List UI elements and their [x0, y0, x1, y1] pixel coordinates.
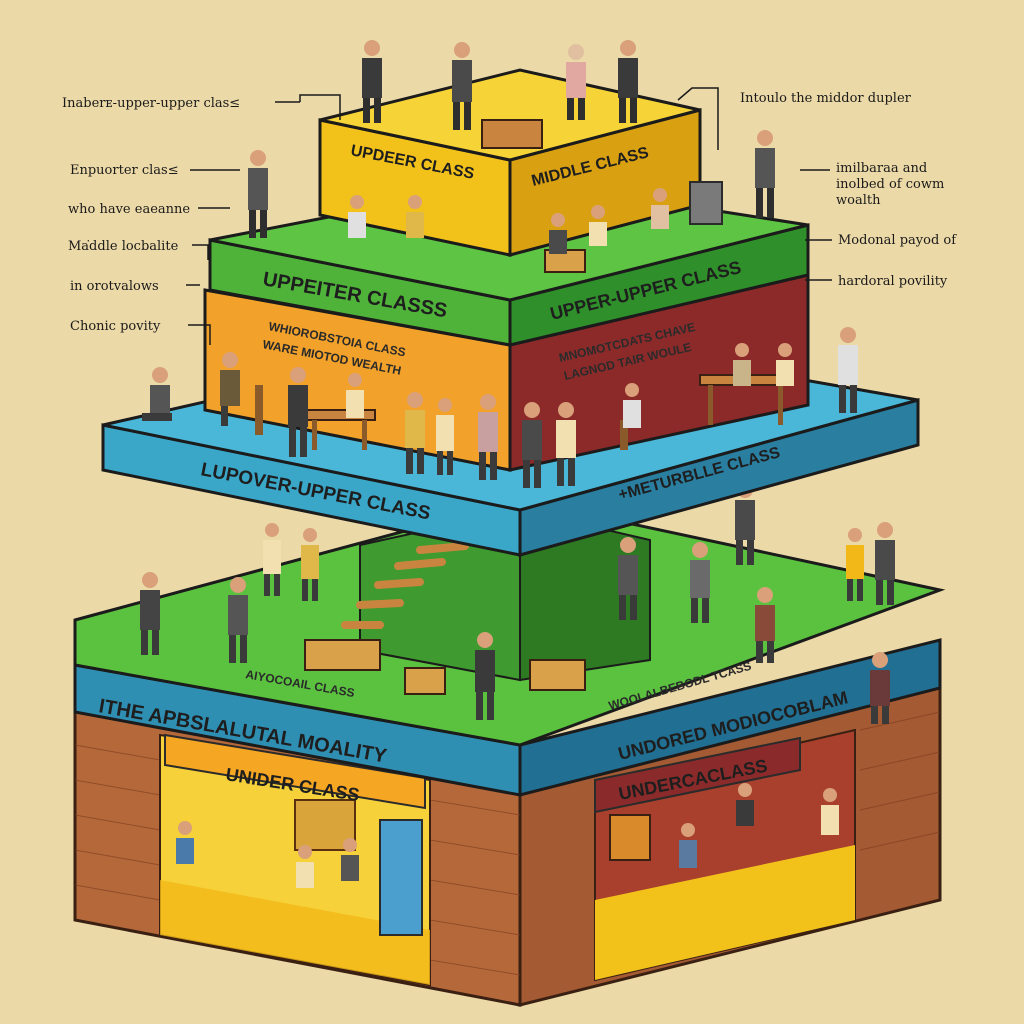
- inner-tier: WHIOROBSTOIA CLASS WARE MIOTOD WEALTH MN…: [142, 273, 858, 488]
- blue-band-right: [518, 638, 942, 797]
- annotations-left: Inaberᴇ-upper-upper clas≤ Enpuorter clas…: [62, 94, 341, 345]
- people-lower: [140, 482, 895, 888]
- annotation-right-2-line: woalth: [836, 193, 881, 208]
- leader-lines-left: [186, 94, 341, 345]
- annotation-right-2-line: imilbaraa and: [836, 161, 927, 176]
- annotation-left-2: Enpuorter clas≤: [70, 163, 179, 178]
- annotation-right-2: imilbaraa and inolbed of cowm woalth: [836, 161, 948, 208]
- lower-tier: UNIDER CLASS UNDERCACLASS ITHE APBSLALUT…: [73, 482, 946, 1007]
- sign-undercaclass-plate: [594, 736, 801, 814]
- annotation-right-2-line: inolbed of cowm: [836, 177, 944, 192]
- people-middle: [142, 327, 858, 488]
- blue-door: [379, 819, 423, 936]
- annotation-right-1: Intoulo the middor dupler: [740, 91, 912, 106]
- green-tier: UPPEITER CLASSS UPPER-UPPER CLASS UPDEER…: [208, 40, 810, 347]
- leader-lines-right: [677, 87, 832, 281]
- crate: [304, 639, 381, 671]
- crate: [529, 659, 586, 691]
- crate: [481, 119, 543, 149]
- table: [304, 409, 376, 421]
- annotation-left-6: Chonic povity: [70, 319, 161, 334]
- sign-under-class-plate: [164, 733, 426, 810]
- cabinet: [689, 181, 723, 225]
- annotation-right-4: hardoral povility: [838, 274, 948, 289]
- annotation-left-4: Ma͘ddle locbalite: [68, 239, 179, 254]
- annotations-right: Intoulo the middor dupler imilbaraa and …: [677, 87, 957, 289]
- people-upper: [248, 40, 775, 254]
- annotation-left-1: Inaberᴇ-upper-upper clas≤: [62, 96, 240, 111]
- annotation-left-3: who have eaeanne: [68, 202, 190, 217]
- annotation-right-3: Modonal payod of: [838, 233, 957, 248]
- annotation-left-5: in orotvalows: [70, 279, 159, 294]
- wooden-stairs: [341, 542, 469, 629]
- crate: [404, 667, 446, 695]
